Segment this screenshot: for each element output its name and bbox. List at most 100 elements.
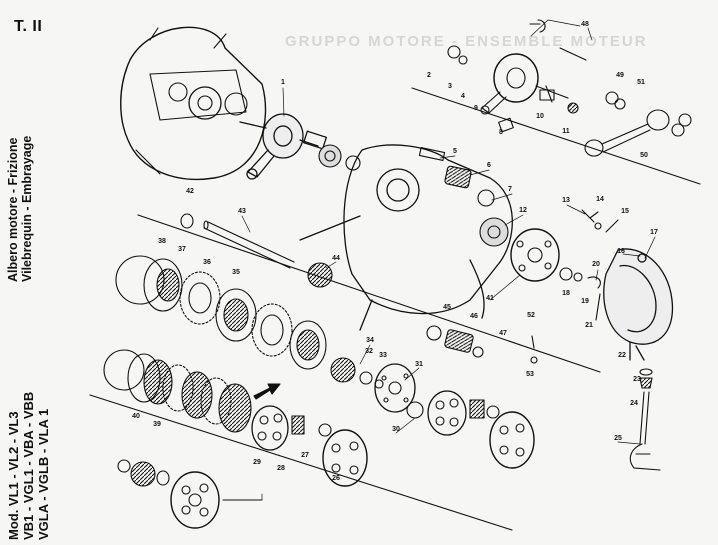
model-line-3: VGLA - VGLB - VLA 1 (36, 408, 51, 540)
diagram-title: Albero motore - Frizione Vilebrequin - E… (6, 136, 34, 282)
clutch-gear-41 (510, 228, 560, 282)
clutch-housing-right (406, 390, 535, 469)
part-callout-22: 22 (618, 352, 626, 359)
connecting-rod (584, 91, 692, 157)
model-line-1: Mod. VL1 - VL2 - VL3 (6, 411, 21, 540)
washer-12-lower (117, 459, 131, 473)
part-callout-29: 29 (253, 459, 261, 466)
bushing-5 (418, 147, 446, 161)
part-callout-7: 7 (508, 186, 512, 193)
part-callout-4: 4 (461, 93, 465, 100)
seal-45 (426, 325, 442, 341)
clutch-plate-stack-upper (115, 255, 327, 370)
part-callout-43: 43 (238, 208, 246, 215)
part-callout-17: 17 (650, 229, 658, 236)
model-line-2: VB1 - VGL1 - VBA - VBB (21, 391, 36, 540)
part-callout-19: 19 (581, 298, 589, 305)
gear-34 (330, 357, 356, 383)
divider-line-middle (137, 214, 601, 373)
part-callout-49: 49 (616, 72, 624, 79)
crankshaft-assembly-upper (447, 19, 587, 133)
part-callout-21: 21 (585, 322, 593, 329)
washer-7 (477, 189, 495, 207)
title-line-italian: Albero motore - Frizione (6, 137, 20, 282)
part-callout-14: 14 (596, 196, 604, 203)
part-callout-40: 40 (132, 413, 140, 420)
direction-arrow (253, 383, 281, 400)
part-callout-15: 15 (621, 208, 629, 215)
kickstart-shaft (629, 368, 661, 471)
crankcase-half-flywheel-side (299, 144, 513, 331)
clutch-cover (603, 248, 674, 361)
part-callout-35: 35 (232, 269, 240, 276)
part-callout-27: 27 (301, 452, 309, 459)
part-callout-47: 47 (499, 330, 507, 337)
title-line-french: Vilebrequin - Embrayage (20, 135, 34, 282)
bolt-15 (605, 219, 619, 233)
part-callout-3: 3 (448, 83, 452, 90)
pin-21 (595, 293, 601, 321)
part-callout-39: 39 (153, 421, 161, 428)
circlip-20 (587, 276, 601, 289)
gear-12 (479, 217, 509, 247)
part-callout-10: 10 (536, 113, 544, 120)
part-callout-36: 36 (203, 259, 211, 266)
part-callout-6: 6 (487, 162, 491, 169)
part-callout-33: 33 (379, 352, 387, 359)
washer-32-lower (156, 470, 170, 486)
part-callout-25: 25 (614, 435, 622, 442)
part-callout-31: 31 (415, 361, 423, 368)
part-callout-46: 46 (470, 313, 478, 320)
roller-bearing-6 (444, 165, 472, 189)
part-callout-5: 5 (453, 148, 457, 155)
part-callout-41: 41 (486, 295, 494, 302)
pressure-plate-31 (374, 363, 416, 413)
clutch-housing-left (251, 405, 368, 487)
main-bearing (318, 144, 342, 168)
part-callout-20: 20 (592, 261, 600, 268)
part-callout-8: 8 (499, 129, 503, 136)
part-callout-34: 34 (366, 337, 374, 344)
gear-44 (307, 262, 333, 288)
oil-seal (345, 155, 361, 171)
part-callout-32: 32 (365, 348, 373, 355)
part-callout-48: 48 (581, 21, 589, 28)
part-callout-38: 38 (158, 238, 166, 245)
part-callout-23: 23 (633, 376, 641, 383)
washer-42 (180, 213, 194, 229)
crankcase-half (120, 26, 267, 181)
divider-line-upper (411, 87, 701, 185)
clutch-plate-stack-lower (103, 349, 252, 433)
part-callout-50: 50 (640, 152, 648, 159)
washer-47 (472, 346, 484, 358)
part-callout-12: 12 (519, 207, 527, 214)
part-callout-1: 1 (281, 79, 285, 86)
clutch-body-41-lower (170, 471, 220, 529)
part-callout-44: 44 (332, 255, 340, 262)
divider-line-lower (89, 394, 513, 531)
part-callout-45: 45 (443, 304, 451, 311)
crankshaft (239, 113, 328, 180)
part-callout-51: 51 (637, 79, 645, 86)
washer-19 (573, 272, 583, 282)
part-callout-53: 53 (526, 371, 534, 378)
leader-lines (228, 19, 656, 501)
model-list: Mod. VL1 - VL2 - VL3 VB1 - VGL1 - VBA - … (6, 392, 51, 540)
part-callout-24: 24 (630, 400, 638, 407)
part-callout-2: 2 (427, 72, 431, 79)
clutch-pushrod (203, 220, 295, 269)
ghost-watermark: GRUPPO MOTORE - ENSEMBLE MOTEUR (285, 33, 648, 50)
bearing-46 (444, 329, 474, 353)
part-callout-30: 30 (392, 426, 400, 433)
gear-34-lower (130, 461, 156, 487)
part-callout-16: 16 (617, 248, 625, 255)
bolt-13 (581, 209, 599, 223)
plate-label: T. II (14, 18, 43, 35)
part-callout-52: 52 (527, 312, 535, 319)
pin-52 (531, 335, 535, 349)
part-callout-11: 11 (562, 128, 570, 135)
part-callout-13: 13 (562, 197, 570, 204)
